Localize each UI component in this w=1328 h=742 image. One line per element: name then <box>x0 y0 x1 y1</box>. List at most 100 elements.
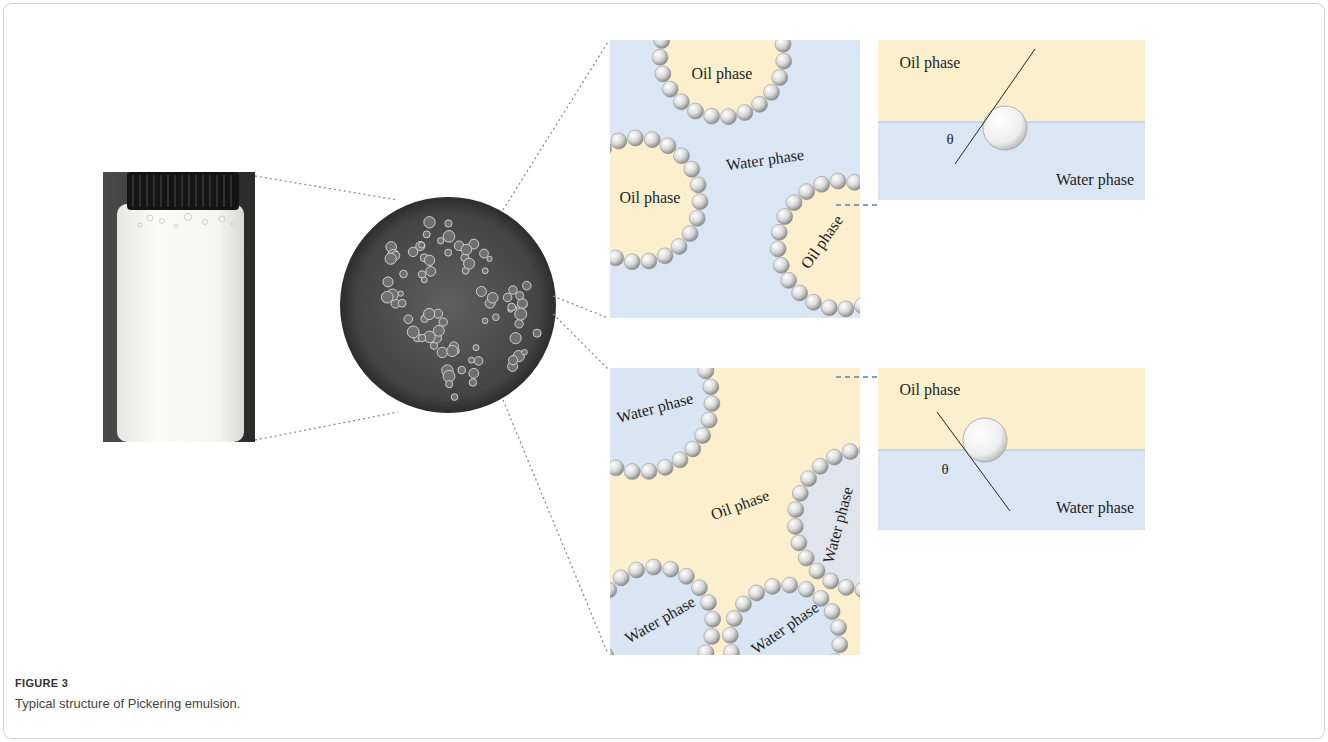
particle <box>627 130 643 146</box>
water-droplet: Water phase <box>610 368 712 472</box>
particle <box>641 253 657 269</box>
oil-droplets <box>610 40 860 317</box>
particle <box>613 570 629 586</box>
micro-droplet <box>522 349 528 355</box>
particle <box>690 177 706 193</box>
micro-droplet <box>464 258 475 269</box>
micro-droplet <box>426 266 436 276</box>
micrograph <box>340 197 556 413</box>
micro-droplet <box>400 270 408 278</box>
micro-droplet <box>480 249 489 258</box>
particle <box>770 241 786 257</box>
particle <box>826 449 842 465</box>
figure-number: FIGURE 3 <box>15 677 68 690</box>
micro-droplet <box>398 291 403 296</box>
particle <box>610 647 613 655</box>
micro-droplet <box>516 292 524 300</box>
micro-droplet <box>418 334 425 341</box>
micro-droplet <box>419 242 425 248</box>
droplet <box>610 138 700 262</box>
phase-label: Oil phase <box>797 212 846 272</box>
micro-droplet <box>458 366 466 374</box>
micro-droplet <box>469 357 475 363</box>
particle <box>657 459 673 475</box>
particle <box>624 464 640 480</box>
particle <box>776 53 792 69</box>
micro-droplet <box>476 287 486 297</box>
angle-symbol: θ <box>941 461 948 478</box>
micro-droplet <box>425 255 435 265</box>
particle <box>838 579 854 595</box>
particle <box>705 611 721 627</box>
particle <box>809 563 825 579</box>
particle <box>735 596 751 612</box>
particle <box>749 585 765 601</box>
phase-label: Water phase <box>615 389 695 426</box>
micro-droplet <box>445 249 452 256</box>
particle <box>646 559 662 575</box>
micro-droplet <box>482 318 488 324</box>
micro-droplet <box>421 277 427 283</box>
phase-label: Water phase <box>1056 499 1134 517</box>
phase-label: Oil phase <box>900 54 961 72</box>
micro-droplet <box>482 268 488 274</box>
micro-droplet <box>439 318 447 326</box>
micro-droplet <box>469 379 476 386</box>
particle <box>777 208 793 224</box>
particle <box>737 105 753 121</box>
particle <box>805 294 821 310</box>
water-droplet: Water phase <box>610 567 713 655</box>
particle <box>792 285 808 301</box>
particle <box>671 238 687 254</box>
micro-droplet <box>523 281 532 290</box>
particle <box>660 138 676 154</box>
micrograph-droplets <box>382 217 542 401</box>
particle <box>720 109 736 125</box>
particle <box>823 573 839 589</box>
micro-droplet <box>398 299 406 307</box>
particle <box>691 580 707 596</box>
micro-droplet <box>382 291 394 303</box>
micro-droplet <box>424 217 435 228</box>
particle <box>722 627 738 643</box>
particle <box>652 49 668 65</box>
phase-label: Water phase <box>622 593 699 647</box>
particle <box>629 562 645 578</box>
particle <box>689 210 705 226</box>
droplet <box>778 181 860 309</box>
phase-label: Oil phase <box>900 381 961 399</box>
particle <box>799 184 815 200</box>
oil-continuous-phase: Oil phaseWater phaseWater phaseWater pha… <box>610 368 860 655</box>
micro-droplet <box>445 220 452 227</box>
phase-label: Oil phase <box>620 189 681 207</box>
particle <box>684 161 700 177</box>
micro-droplet <box>385 253 396 264</box>
particle <box>678 568 694 584</box>
particle <box>611 133 627 149</box>
water-droplet: Water phase <box>795 450 860 590</box>
micro-droplet <box>443 231 455 243</box>
water-droplet: Water phase <box>730 585 840 655</box>
particle <box>781 272 797 288</box>
droplet <box>610 567 713 655</box>
water-band: Water phase <box>878 122 1145 200</box>
micro-droplet <box>383 277 393 287</box>
particle <box>688 103 704 119</box>
micro-droplet <box>503 293 512 302</box>
micro-droplet <box>423 231 430 238</box>
particle <box>791 535 807 551</box>
particle <box>723 644 739 655</box>
micro-droplet <box>469 368 479 378</box>
particle <box>775 40 791 52</box>
jar-photo <box>103 172 255 442</box>
micro-droplet <box>518 299 528 309</box>
particle <box>828 653 844 655</box>
particle <box>792 485 808 501</box>
water-droplets <box>610 368 860 655</box>
particle <box>798 581 814 597</box>
particle <box>765 578 781 594</box>
particle <box>701 412 717 428</box>
angle-symbol: θ <box>946 131 953 148</box>
oil-droplet: Oil phase <box>778 181 860 309</box>
